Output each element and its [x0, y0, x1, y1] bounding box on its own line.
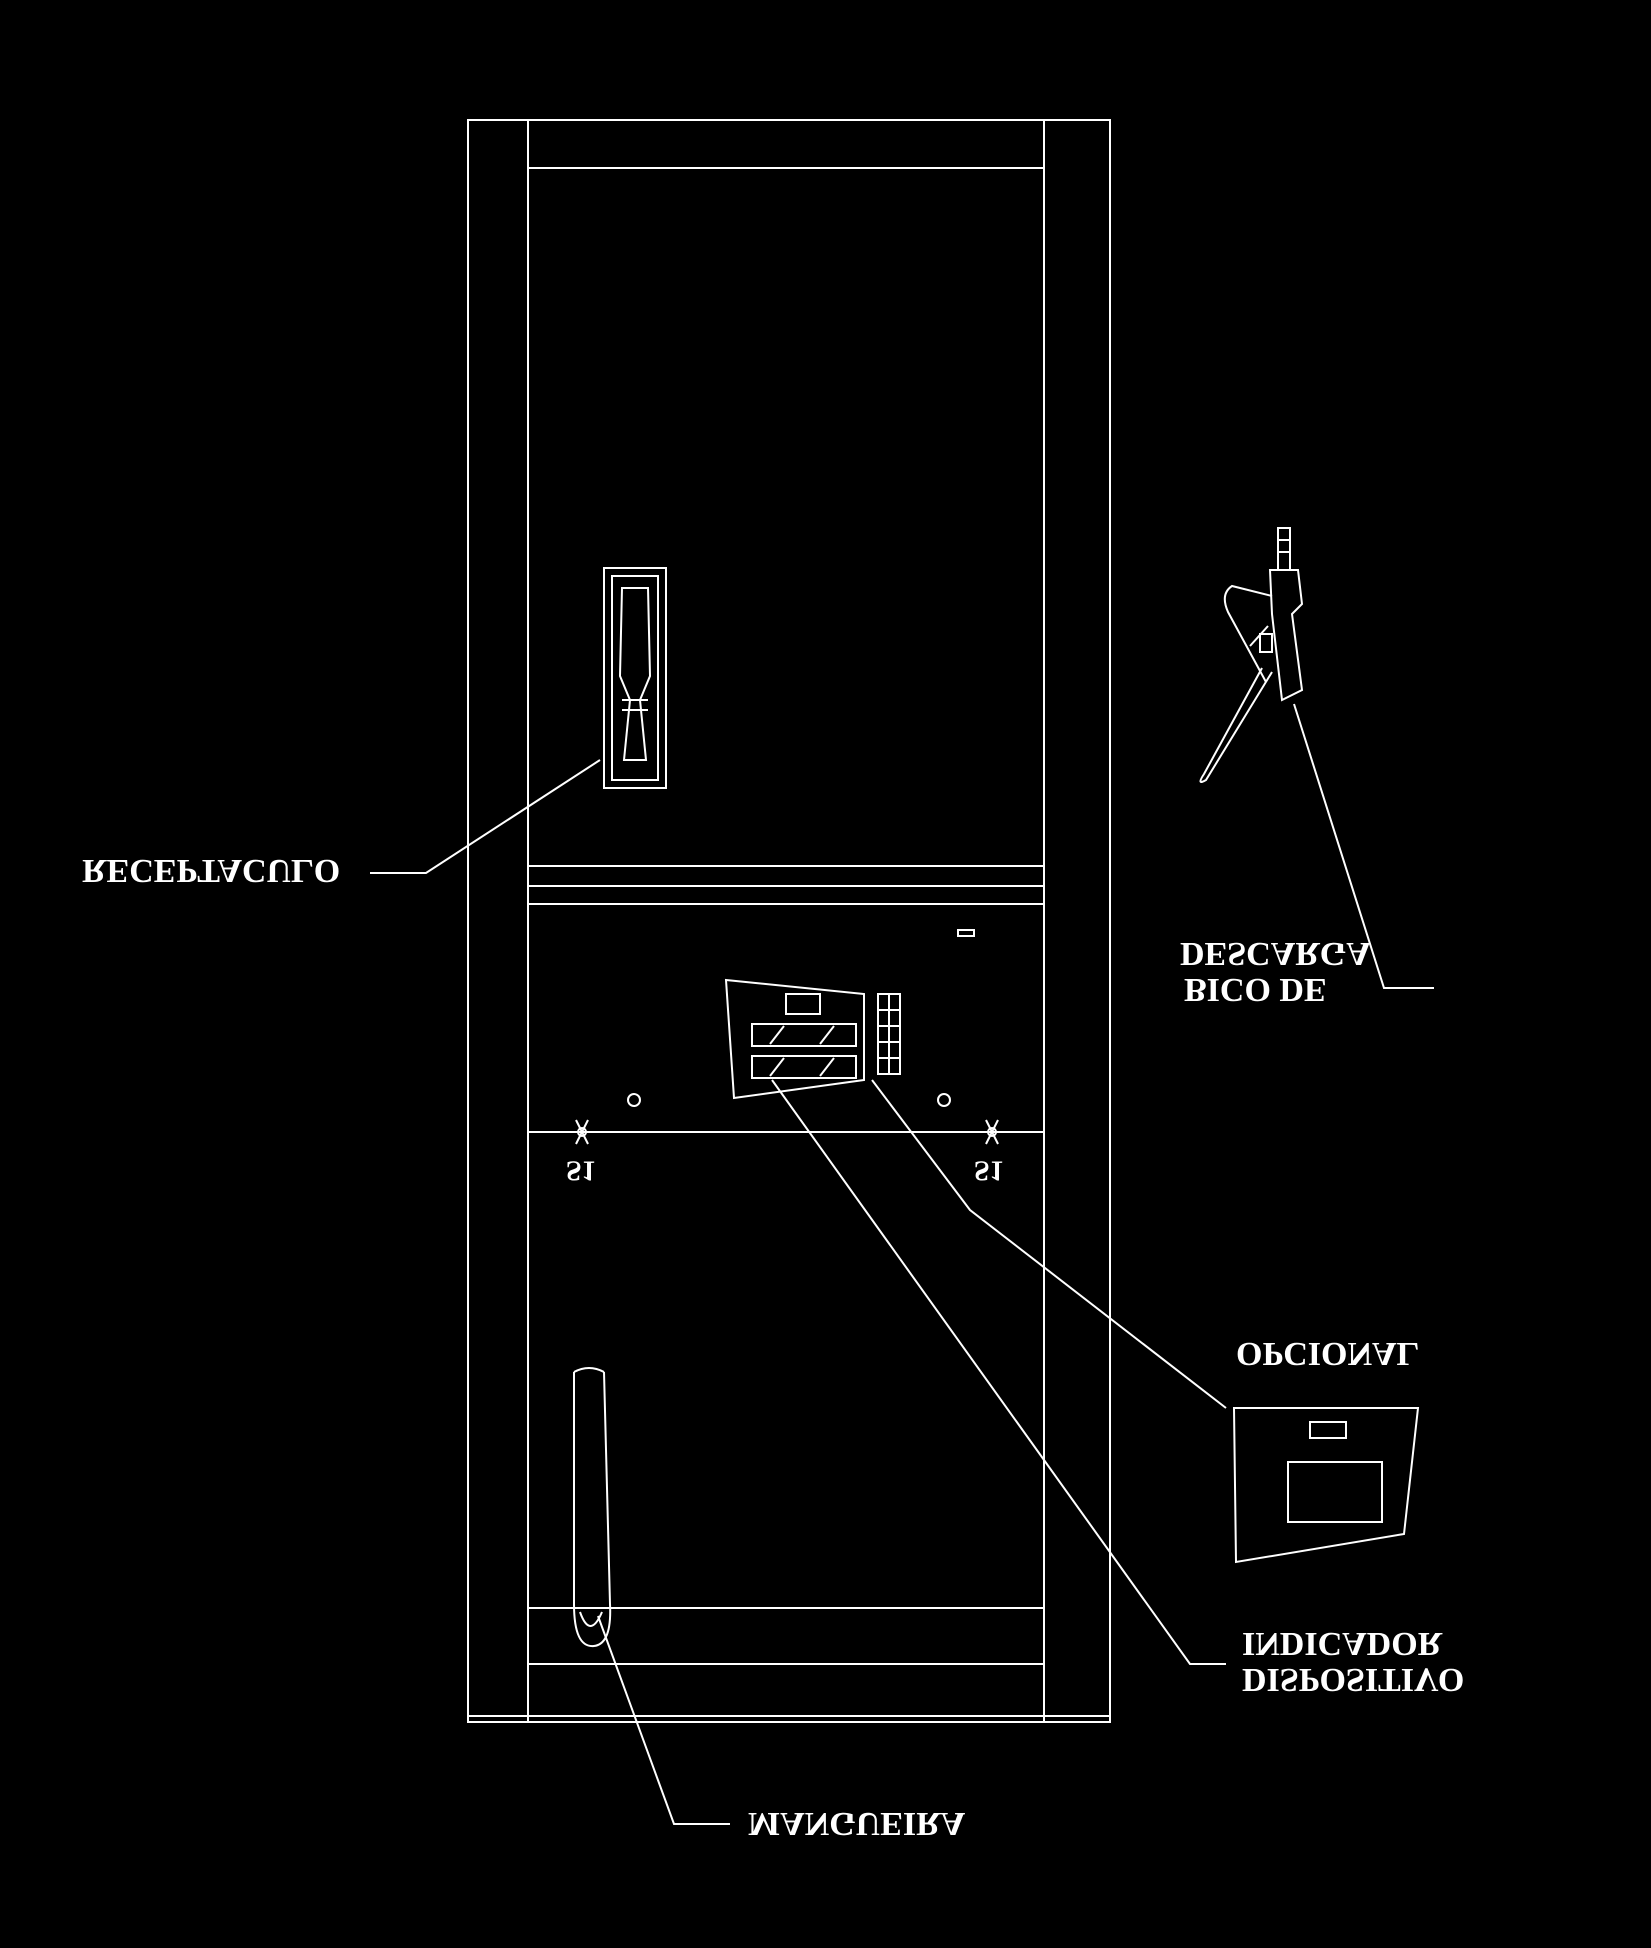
leader-nozzle: [1293, 703, 1434, 989]
screw-right: [937, 1093, 951, 1107]
leader-indicator: [771, 1079, 1226, 1665]
label-nozzle-line1: BICO DE: [1184, 971, 1327, 1008]
label-indicator-line2: INDICADOR: [1242, 1625, 1443, 1662]
label-nozzle-line2: DESCARGA: [1180, 935, 1371, 972]
leader-receptacle: [370, 759, 601, 874]
cabinet-frame: [467, 119, 1111, 1723]
seal-mark-right: [985, 1119, 999, 1145]
label-seal-right: S1: [974, 1154, 1004, 1185]
hose-icon: [573, 1367, 612, 1648]
label-seal-left: S1: [566, 1154, 596, 1185]
display-panel-icon: [724, 978, 901, 1100]
label-indicator-line1: DISPOSITIVO: [1242, 1661, 1464, 1698]
screw-left: [627, 1093, 641, 1107]
leader-hose: [597, 1615, 730, 1825]
label-hose: MANGUEIRA: [748, 1805, 966, 1842]
label-optional: OPCIONAL: [1236, 1335, 1419, 1372]
seal-mark-left: [575, 1119, 589, 1145]
nozzle-icon: [1199, 527, 1304, 783]
label-receptacle: RECEPTACULO: [82, 852, 340, 889]
indicator-slot: [957, 929, 975, 937]
leader-optional: [871, 1079, 1227, 1409]
receptacle-icon: [603, 567, 667, 789]
optional-panel-icon: [1232, 1407, 1420, 1564]
